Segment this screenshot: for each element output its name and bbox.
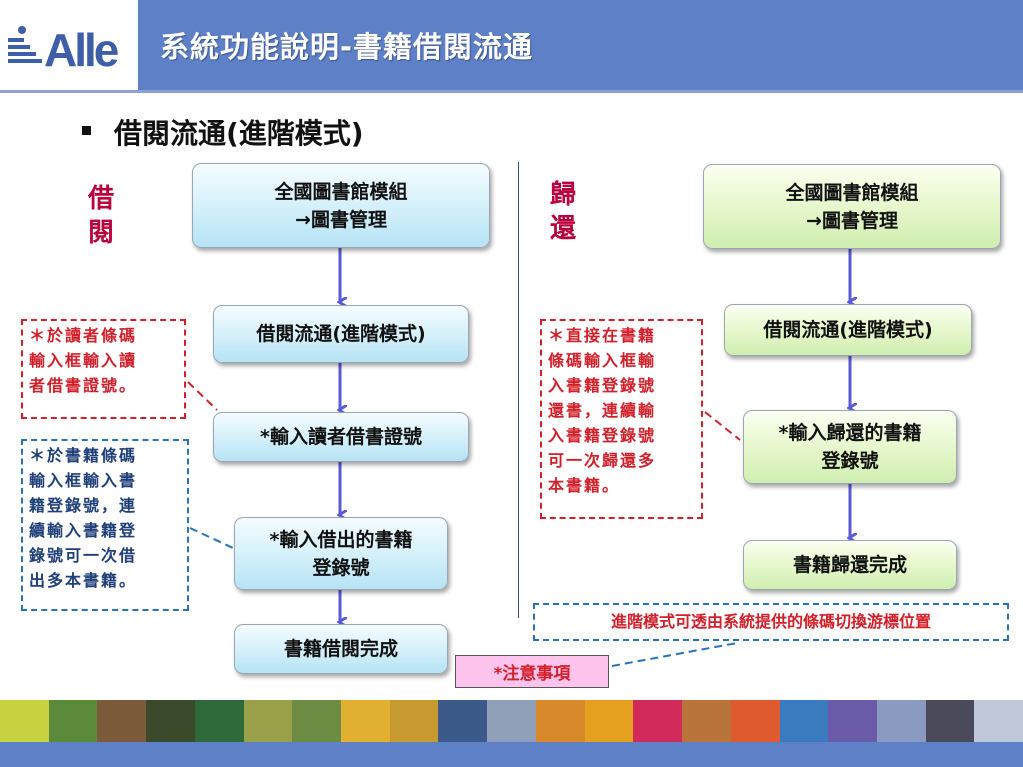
return-label: 歸 還 (548, 178, 578, 246)
borrow-step-module[interactable]: 全國圖書館模組 →圖書管理 (192, 163, 490, 248)
bullet-icon (82, 126, 91, 135)
leader-caution (611, 642, 739, 667)
note-cursor-switch: 進階模式可透由系統提供的條碼切換游標位置 (533, 603, 1009, 641)
return-step-book-id[interactable]: *輸入歸還的書籍 登錄號 (743, 410, 957, 484)
borrow-label: 借 閱 (86, 182, 116, 250)
footer-image-strip (0, 700, 1023, 742)
header-band (138, 0, 1023, 90)
borrow-step-book-id[interactable]: *輸入借出的書籍 登錄號 (234, 517, 448, 590)
return-label-top: 歸 (549, 180, 576, 210)
borrow-step-complete[interactable]: 書籍借閱完成 (234, 624, 448, 674)
footer-bar (0, 742, 1023, 767)
leader-blue-borrow (189, 527, 234, 549)
header-divider (0, 90, 1023, 93)
borrow-step-advanced-mode[interactable]: 借閱流通(進階模式) (213, 305, 469, 363)
note-reader-card: ＊於讀者條碼 輸入框輸入讀 者借書證號。 (21, 319, 186, 419)
return-label-bottom: 還 (549, 214, 576, 244)
logo-text: Alle (44, 24, 119, 74)
return-step-complete[interactable]: 書籍歸還完成 (743, 540, 957, 590)
column-divider (518, 162, 519, 618)
borrow-step-reader-id[interactable]: *輸入讀者借書證號 (213, 412, 469, 462)
leader-red-return (704, 411, 741, 441)
caution-button[interactable]: *注意事項 (455, 655, 609, 688)
leader-red-borrow (187, 381, 218, 411)
page-title: 系統功能說明-書籍借閱流通 (160, 30, 534, 64)
return-step-module[interactable]: 全國圖書館模組 →圖書管理 (703, 164, 1001, 249)
return-step-advanced-mode[interactable]: 借閱流通(進階模式) (724, 304, 972, 356)
section-subtitle: 借閱流通(進階模式) (114, 117, 364, 150)
note-return-barcode: ＊直接在書籍 條碼輸入框輸 入書籍登錄號 還書，連續輸 入書籍登錄號 可一次歸還… (540, 319, 703, 519)
note-book-barcode: ＊於書籍條碼 輸入框輸入書 籍登錄號，連 續輸入書籍登 錄號可一次借 出多本書籍… (21, 439, 189, 611)
borrow-label-bottom: 閱 (87, 218, 114, 248)
header: Alle 系統功能說明-書籍借閱流通 (0, 0, 1023, 90)
borrow-label-top: 借 (87, 184, 114, 214)
alle-logo: Alle (8, 24, 122, 74)
